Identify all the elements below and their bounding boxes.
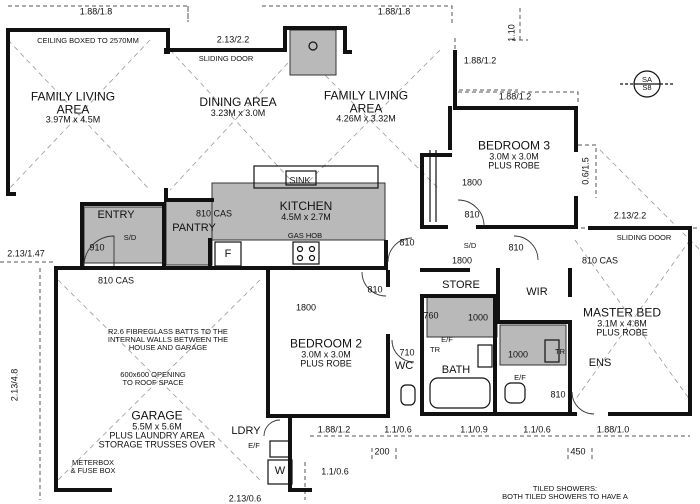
label: SLIDING DOOR xyxy=(616,233,672,243)
dimension-label: 2.13/2.2 xyxy=(216,34,250,45)
label: W xyxy=(274,465,286,478)
dimension-label: 810 xyxy=(550,389,566,400)
dimension-label: 910 xyxy=(89,242,105,253)
label: TILED SHOWERS:BOTH TILED SHOWERS TO HAVE… xyxy=(502,484,628,501)
label: SLIDING DOOR xyxy=(198,54,254,64)
dimension-label: 1.88/1.2 xyxy=(317,424,351,435)
dimension-label: 810 xyxy=(508,242,524,253)
dimension-label: 710 xyxy=(399,347,415,358)
label: GAS HOB xyxy=(287,231,323,241)
room-name: GARAGE xyxy=(131,408,183,423)
dimension-label: 810 xyxy=(399,237,415,248)
label: BATH xyxy=(441,364,471,377)
dimension-label: 1800 xyxy=(451,255,473,266)
dimension-label: 1.88/1.8 xyxy=(377,6,411,17)
dimension-label: 1.88/1.0 xyxy=(596,424,630,435)
dimension-label: 2.13/1.47 xyxy=(7,248,45,259)
walls xyxy=(6,26,692,492)
label: WC xyxy=(394,360,414,373)
dimension-label: 810 CAS xyxy=(581,255,619,266)
label: WIR xyxy=(526,286,548,299)
shaded-areas xyxy=(83,29,567,366)
dimension-label: 2.13/4.8 xyxy=(9,368,20,402)
dimension-label: 1.10 xyxy=(506,24,517,42)
dimension-label: 1000 xyxy=(507,349,529,360)
label: LDRY xyxy=(231,425,261,438)
label: E/F xyxy=(248,441,260,451)
section-marker xyxy=(620,70,675,98)
label: ENS xyxy=(588,357,612,370)
room-name: KITCHEN xyxy=(279,198,333,213)
label: TR xyxy=(555,347,565,357)
door-swings xyxy=(83,199,595,437)
label: PANTRY xyxy=(172,222,216,235)
room-size: 3.97M x 4.5M xyxy=(45,114,101,125)
room-size: 4.5M x 2.7M xyxy=(281,211,331,222)
label: E/F xyxy=(441,335,453,345)
room-size: 4.26M x 3.32M xyxy=(336,113,396,124)
dimension-label: 810 CAS xyxy=(97,275,135,286)
dimension-label: 1.1/0.6 xyxy=(321,466,349,477)
dimension-label: 1.88/1.2 xyxy=(463,55,497,66)
dimension-label: 1800 xyxy=(461,177,483,188)
label: SINK xyxy=(289,175,311,186)
dimension-label: 2.13/2.2 xyxy=(613,210,647,221)
roof-diagonals xyxy=(7,39,700,481)
label: S/D xyxy=(123,233,137,243)
dimension-label: 450 xyxy=(570,446,586,457)
fixtures xyxy=(214,41,560,485)
room-name: BEDROOM 2 xyxy=(289,336,363,351)
dimension-label: 1000 xyxy=(467,312,489,323)
label: STORE xyxy=(442,279,480,292)
label: ENTRY xyxy=(97,209,135,222)
dimension-label: 1.1/0.6 xyxy=(523,424,551,435)
dimension-label: 1.88/1.8 xyxy=(79,6,113,17)
room-name: BEDROOM 3 xyxy=(477,138,551,153)
dimension-label: 810 xyxy=(367,284,383,295)
dimension-label: 810 xyxy=(464,209,480,220)
label: F xyxy=(224,248,232,261)
dimension-label: 810 CAS xyxy=(195,208,233,219)
dimension-label: 1.1/0.9 xyxy=(460,424,488,435)
room-name: DINING AREA xyxy=(199,94,277,109)
dimension-label: 2.13/0.6 xyxy=(228,493,262,504)
room-size: 3.23M x 3.0M xyxy=(210,107,266,118)
label: E/F xyxy=(514,373,526,383)
dimension-label: 1800 xyxy=(295,302,317,313)
dimension-label: 1.88/1.2 xyxy=(498,91,532,102)
room-name: MASTER BED xyxy=(582,305,662,320)
dimension-label: 1.1/0.6 xyxy=(384,424,412,435)
dimension-label: 0.6/1.5 xyxy=(580,157,591,185)
label: CEILING BOXED TO 2570MM xyxy=(37,36,139,46)
label: TR xyxy=(430,345,440,355)
label: S/D xyxy=(463,241,477,251)
dimension-label: 760 xyxy=(423,310,439,321)
label: METERBOX& FUSE BOX xyxy=(70,458,116,475)
dimension-label: 200 xyxy=(374,446,390,457)
